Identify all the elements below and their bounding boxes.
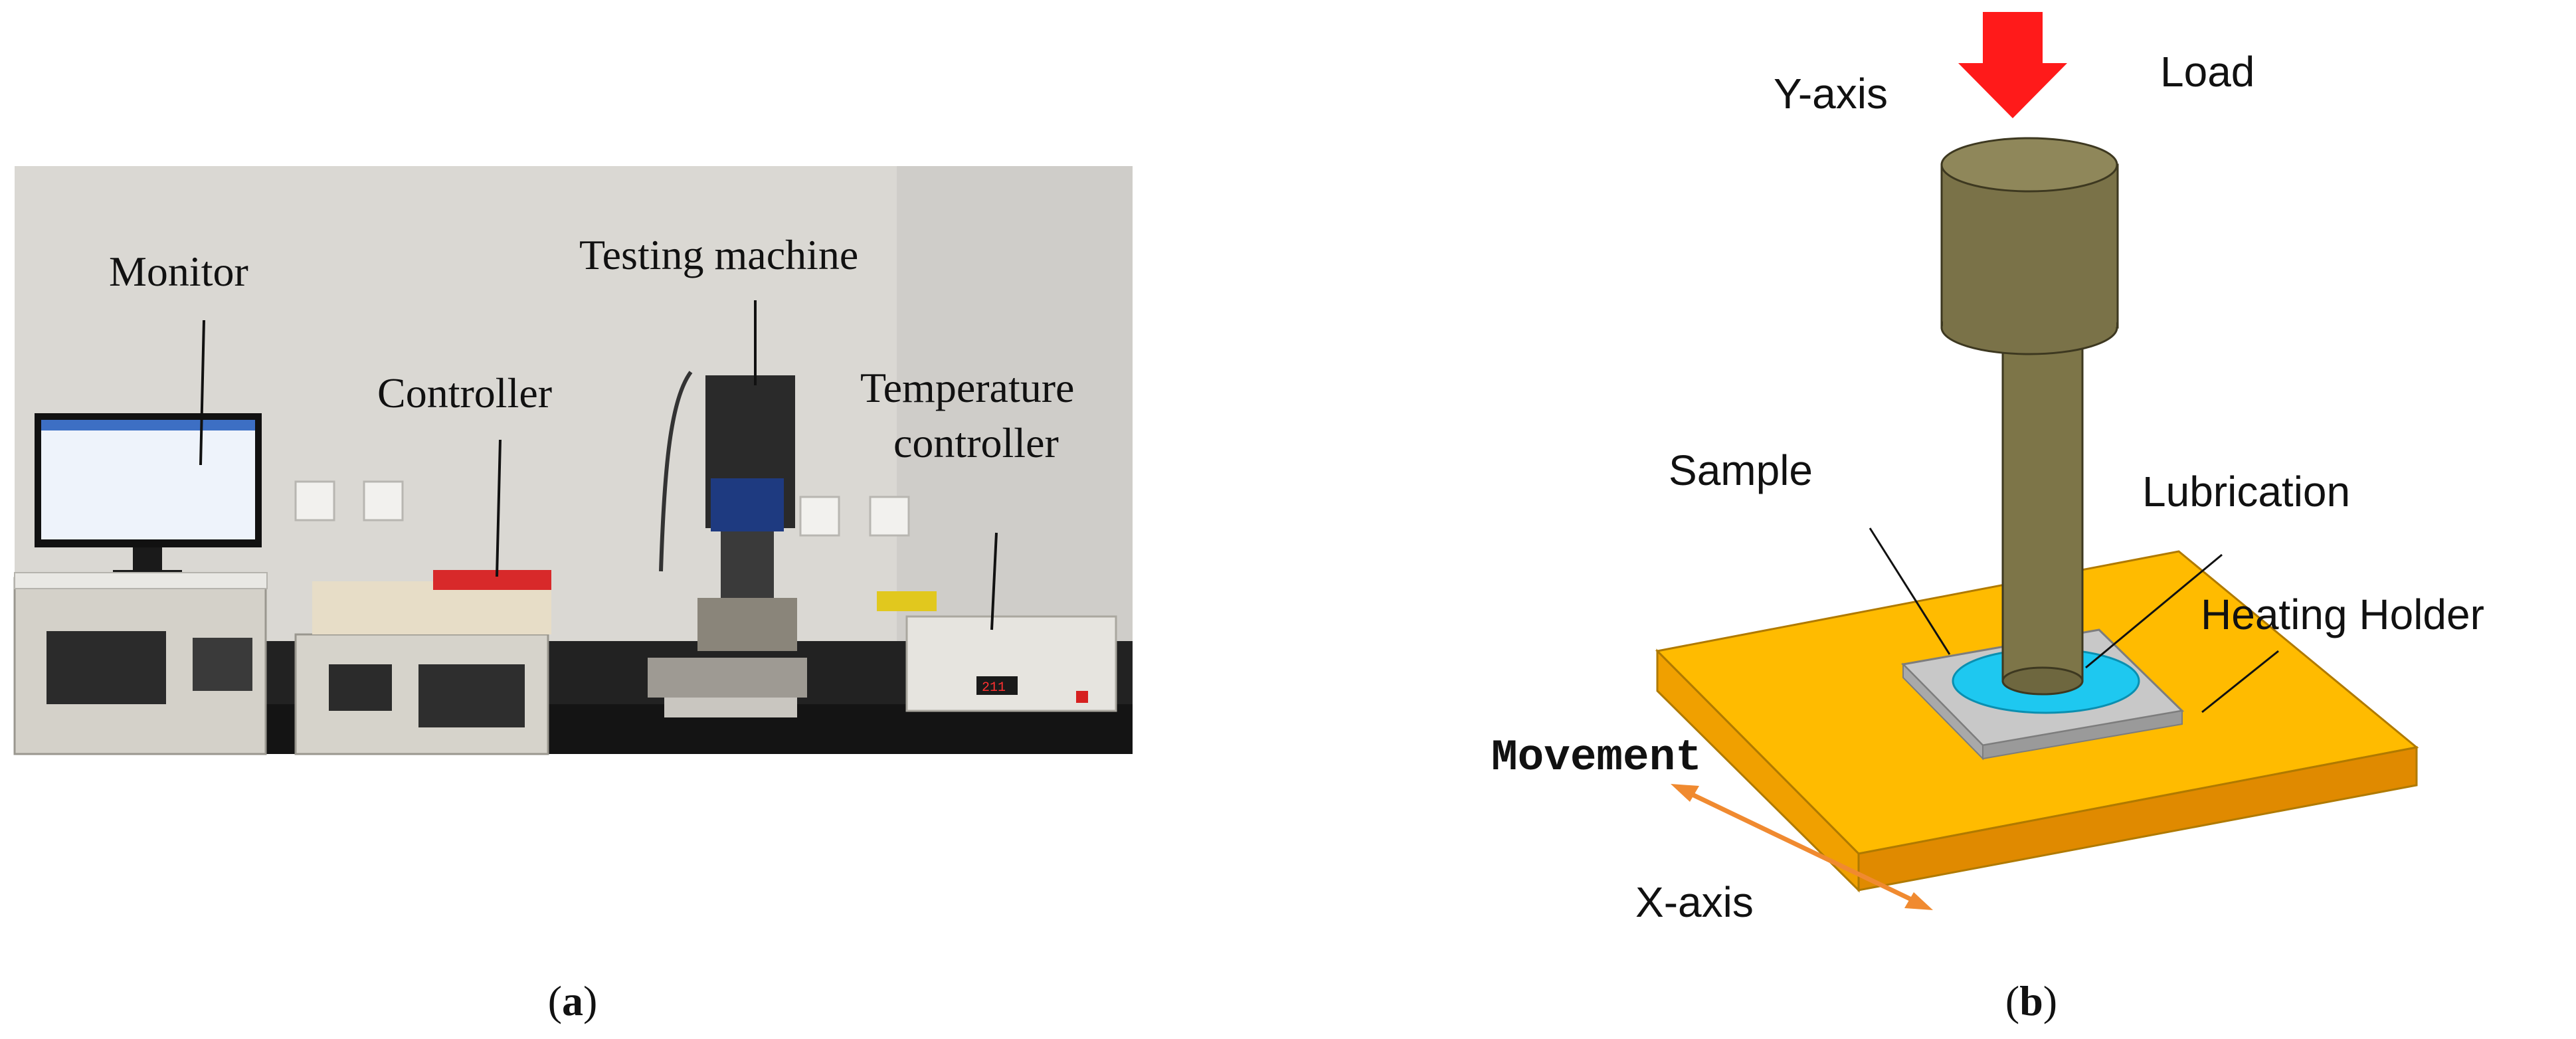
label-temperature-controller-line2: controller: [893, 419, 1059, 466]
label-controller: Controller: [377, 369, 552, 417]
load-arrow: [1958, 12, 2067, 118]
movement-arrow: [1671, 784, 1933, 910]
panel-b-pointer-lines: [1869, 527, 2279, 713]
label-movement: Movement: [1491, 733, 1702, 783]
label-y-axis: Y-axis: [1774, 70, 1888, 118]
monitor-screen-toolbar: [41, 420, 255, 430]
label-lubrication: Lubrication: [2142, 468, 2350, 516]
heating-holder-side: [1857, 746, 2418, 892]
rod-body: [2001, 331, 2084, 682]
heating-holder-pointer: [2201, 650, 2279, 713]
label-x-axis: X-axis: [1635, 878, 1754, 926]
testing-machine: [648, 371, 807, 717]
lubrication-pointer: [2085, 553, 2223, 669]
label-sample: Sample: [1669, 446, 1813, 494]
temperature-controller: 211: [905, 615, 1117, 712]
left-computer-case: [13, 577, 267, 755]
cylinder-top: [1940, 137, 2118, 193]
pointer-lines: [199, 300, 998, 630]
wall-sockets: [294, 480, 910, 537]
yellow-device: [877, 591, 937, 611]
paper-stack: [312, 581, 551, 634]
red-box: [433, 570, 551, 590]
sample-side: [1982, 709, 2183, 760]
keyboard: [14, 572, 268, 589]
controller-case: [294, 633, 549, 755]
temperature-controller-pointer: [990, 532, 998, 630]
rod-bottom: [2001, 666, 2084, 696]
monitor-pointer: [199, 320, 205, 466]
load-rod: [2001, 331, 2084, 696]
caption-b: (b): [2005, 977, 2057, 1024]
monitor-screen: [41, 420, 255, 539]
panel-b: Y-axis Load Sample Lubrication Heating H…: [1491, 12, 2484, 1024]
label-heating-holder: Heating Holder: [2201, 591, 2484, 638]
lab-photo: 211 Monitor Testing machine Controller T…: [13, 166, 1133, 755]
caption-a: (a): [548, 977, 598, 1024]
label-monitor: Monitor: [109, 248, 248, 295]
sample-pointer: [1869, 527, 1951, 655]
panel-a: 211 Monitor Testing machine Controller T…: [13, 166, 1133, 1024]
monitor-stand: [133, 547, 162, 574]
controller-pointer: [496, 439, 502, 577]
label-load: Load: [2160, 48, 2254, 96]
top-cylinder: [1940, 137, 2119, 355]
label-temperature-controller-line1: Temperature: [860, 364, 1074, 411]
monitor: [35, 413, 262, 578]
svg-text:211: 211: [982, 680, 1006, 696]
label-testing-machine: Testing machine: [579, 231, 858, 278]
